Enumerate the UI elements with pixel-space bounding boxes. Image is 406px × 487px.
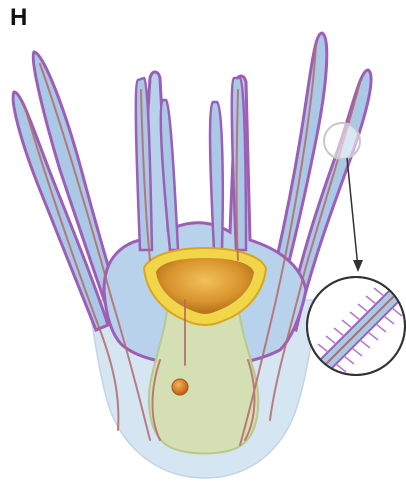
magnifier-arrow-head xyxy=(353,260,363,272)
inner-petal-3 xyxy=(210,102,223,250)
magnifier-arrow-line xyxy=(347,158,358,268)
inner-petal-4 xyxy=(232,78,246,250)
magnified-view xyxy=(302,277,405,388)
center-dot xyxy=(172,379,188,395)
magnifier-source-circle xyxy=(324,123,360,159)
